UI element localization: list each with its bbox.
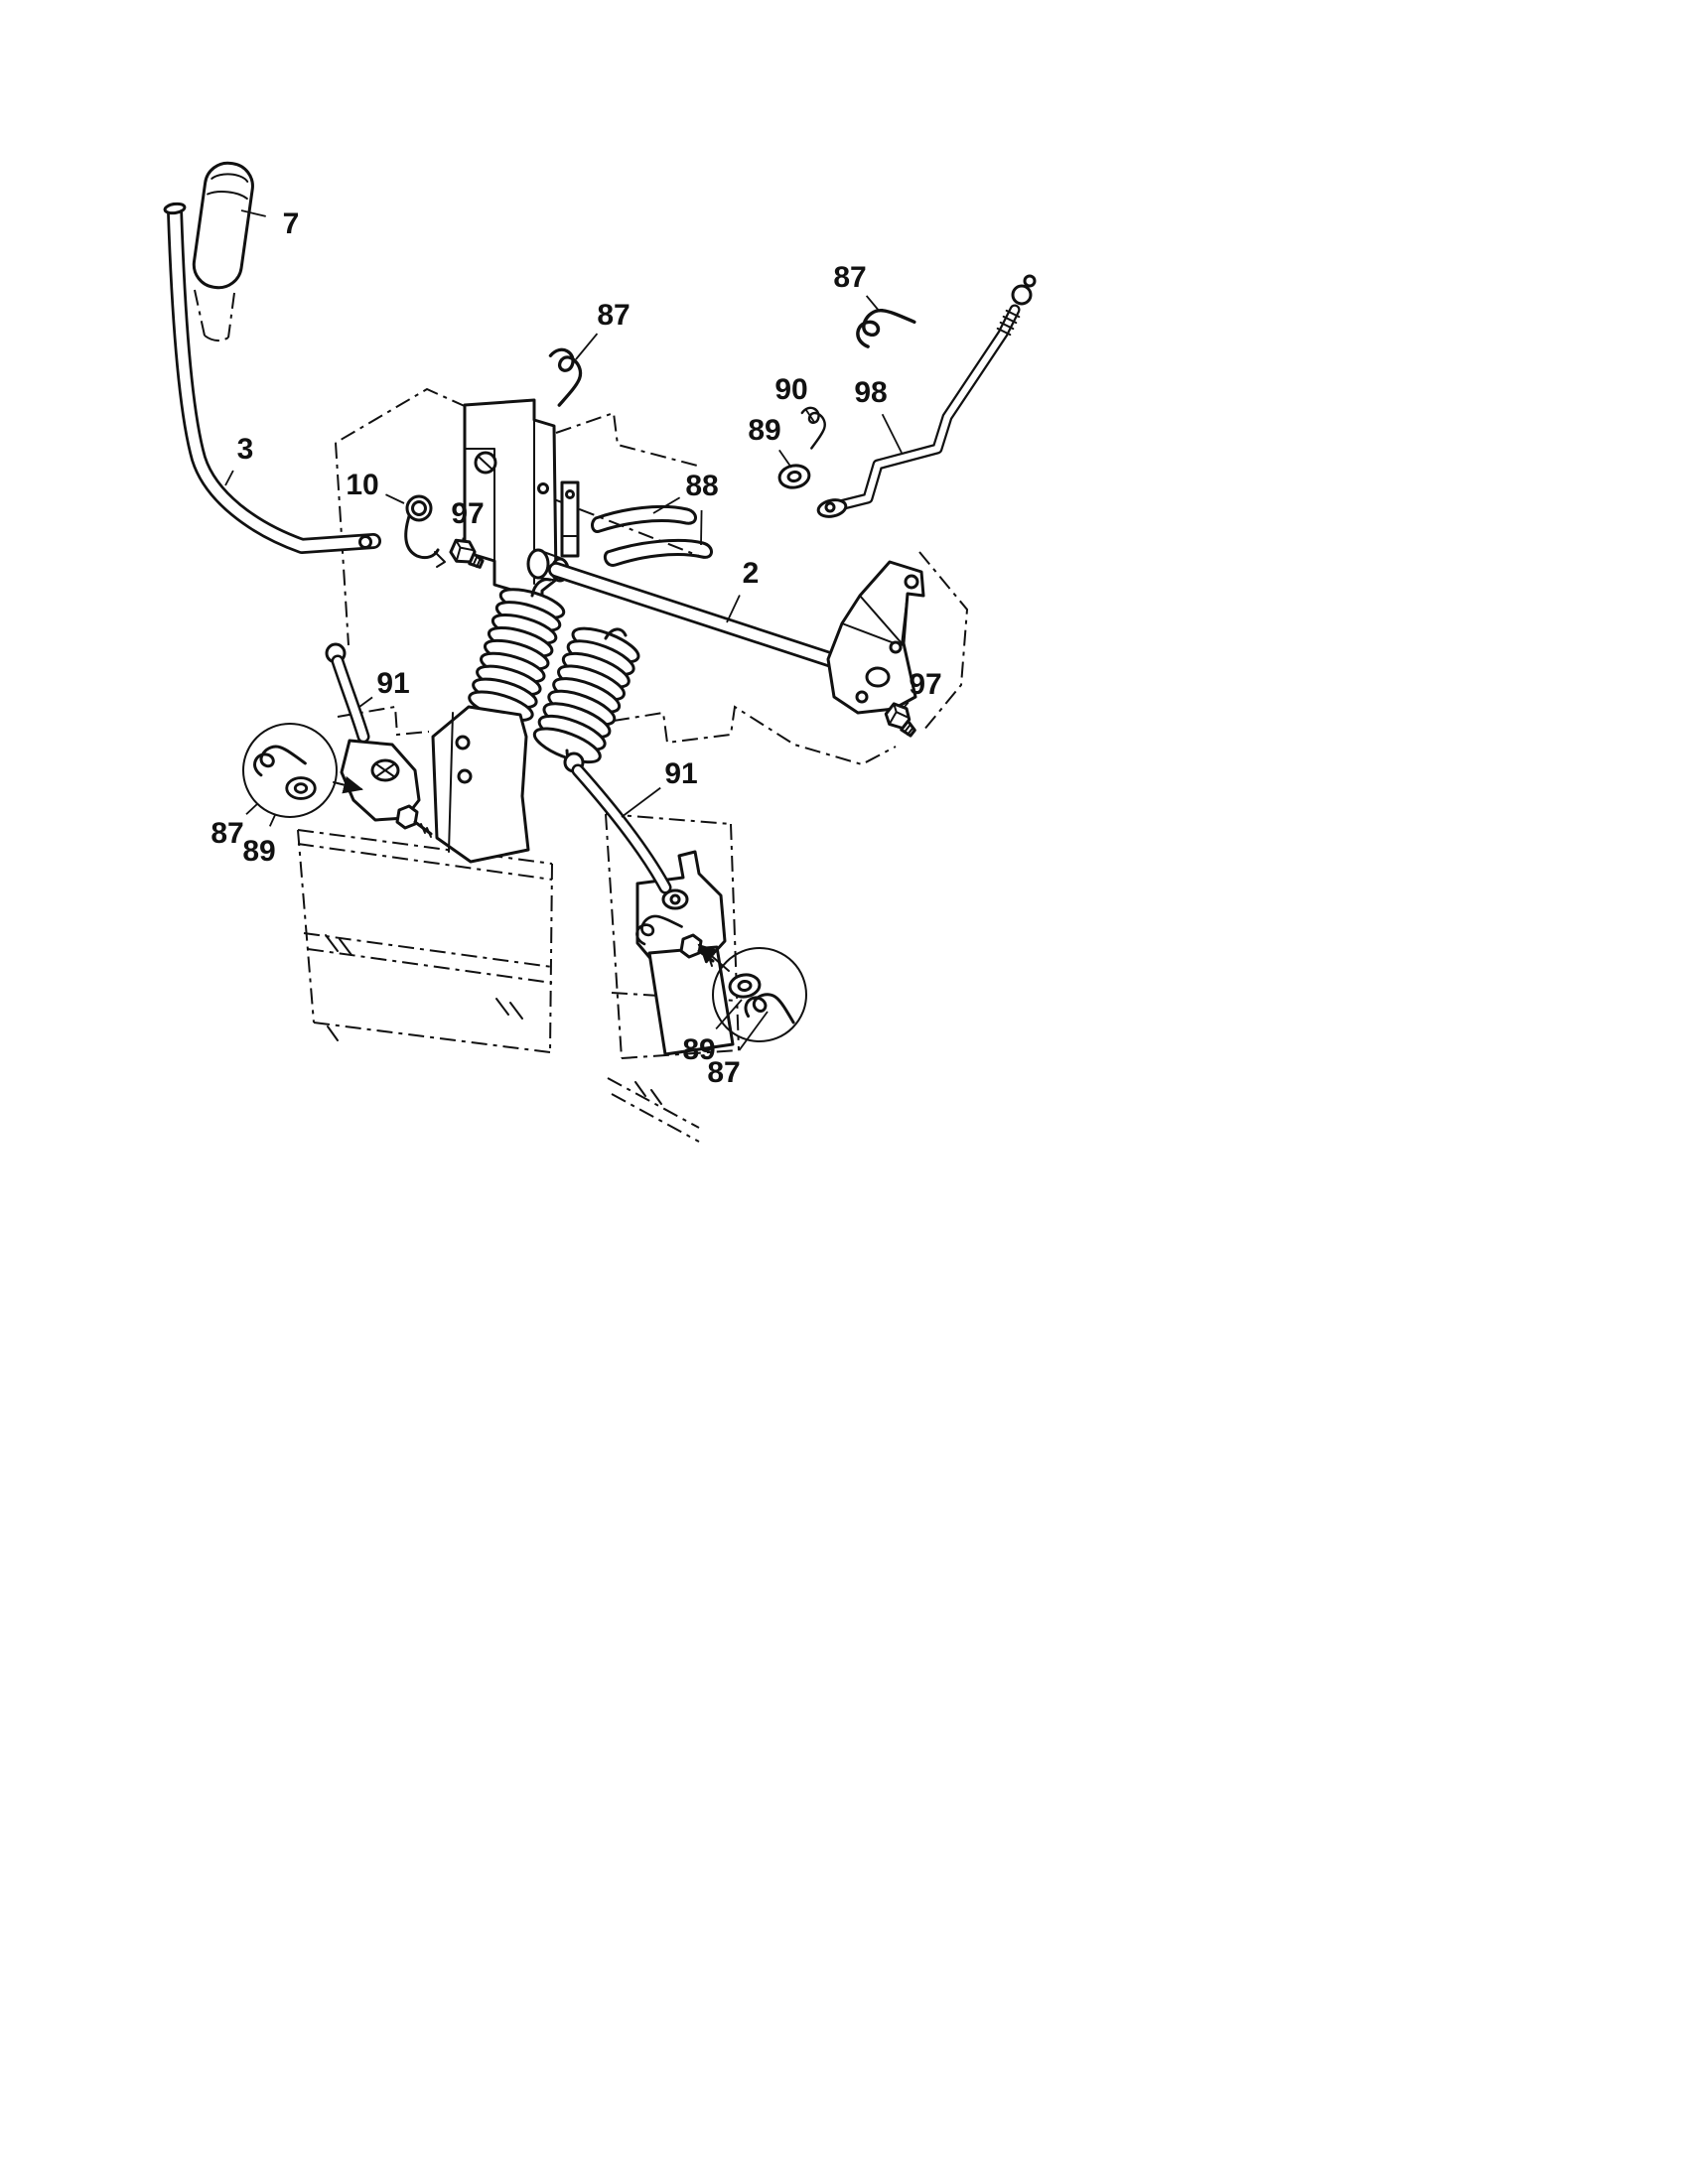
lever-arm-right: [563, 751, 735, 1056]
part-number-label: 87: [597, 299, 630, 332]
hairpin-clip-icon: [849, 295, 916, 350]
tension-spring: [532, 626, 640, 764]
callout-leader: [715, 999, 743, 1030]
part-number-label: 7: [283, 207, 300, 240]
torsion-spring: [404, 494, 446, 568]
lift-link-wires: [591, 504, 713, 567]
pivot-nut: [679, 933, 703, 959]
part-number-label: 89: [242, 835, 275, 868]
part-number-label: 97: [451, 497, 484, 530]
washer-icon: [727, 971, 763, 1001]
callout-leader: [865, 295, 881, 313]
callout-leader: [700, 509, 703, 546]
part-number-label: 97: [909, 668, 941, 701]
callout-leader: [903, 701, 910, 709]
callout-leader: [224, 470, 234, 486]
deck-outline-left: [297, 829, 553, 1053]
part-number-label: 89: [682, 1033, 715, 1066]
part-number-label: 87: [210, 817, 243, 850]
callout-leader: [804, 409, 815, 423]
callout-leader: [621, 786, 661, 818]
detail-circle-right: [697, 943, 807, 1042]
handle-grip: [192, 161, 254, 290]
callout-leader: [738, 1011, 769, 1051]
hairpin-clip-icon: [799, 403, 832, 450]
center-pivot-bracket: [463, 398, 580, 610]
shaft-arm-hub: [865, 666, 891, 688]
part-number-label: 88: [685, 470, 718, 502]
part-number-label: 3: [237, 433, 254, 466]
detail-circle-left: [242, 723, 363, 818]
washer-icon: [285, 776, 317, 800]
part-number-label: 2: [743, 557, 760, 590]
panel-hatch-ticks: [325, 934, 662, 1105]
part-number-label: 87: [833, 261, 866, 294]
callout-leader: [462, 537, 465, 542]
tube-end: [163, 202, 187, 215]
part-number-label: 98: [854, 376, 887, 409]
callout-leader: [652, 496, 681, 514]
left-mounting-plate: [431, 705, 530, 864]
callout-leader: [240, 209, 266, 217]
pivot-nut: [395, 804, 419, 830]
part-number-label: 91: [376, 667, 409, 700]
callout-leader: [575, 333, 599, 360]
part-number-label: 10: [346, 469, 378, 501]
washer-icon: [775, 462, 813, 491]
hairpin-clip-icon: [548, 344, 588, 407]
callout-leader: [778, 449, 792, 469]
callout-leader: [268, 814, 276, 827]
part-number-label: 91: [664, 757, 697, 790]
part-number-label: 87: [707, 1056, 740, 1089]
callout-leader: [385, 493, 405, 504]
detail-arrow: [333, 775, 363, 794]
detail-arrow: [697, 943, 730, 972]
handle-end-hole: [358, 535, 372, 549]
lift-link-rod: [816, 274, 1037, 518]
shaft-hub: [526, 548, 550, 580]
part-number-label: 89: [748, 414, 780, 447]
link-anchor-plate: [560, 480, 580, 558]
lever-arm-left: [325, 642, 433, 838]
hairpin-clip-icon: [249, 738, 307, 778]
callout-leader: [245, 803, 258, 815]
lift-handle: [163, 161, 381, 554]
callout-leader: [358, 696, 373, 708]
part-number-label: 90: [774, 373, 807, 406]
thread-hatching: [996, 309, 1021, 337]
callout-leader: [726, 595, 741, 623]
ball-joint: [1011, 284, 1033, 306]
callout-leader: [881, 413, 903, 454]
